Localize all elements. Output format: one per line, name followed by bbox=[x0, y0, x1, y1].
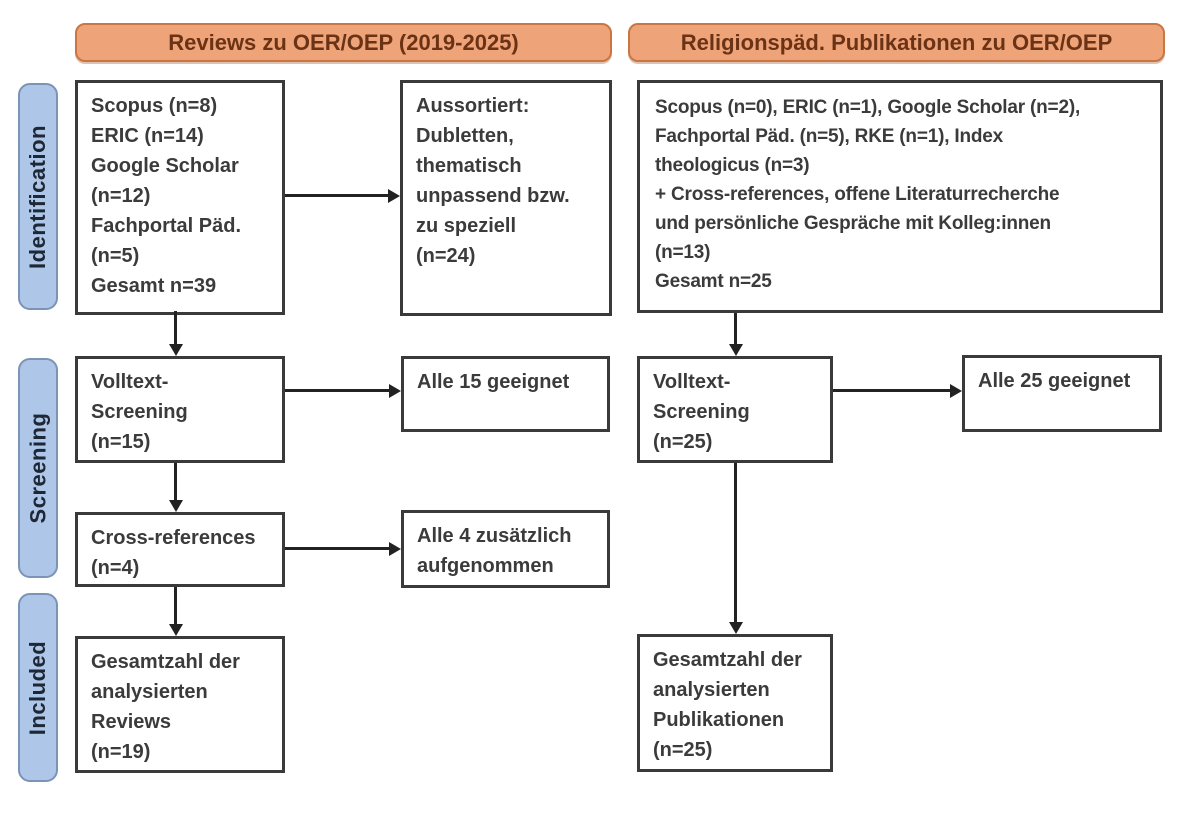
side-label-identification-text: Identification bbox=[25, 124, 51, 269]
box-reviews-fulltext-screening: Volltext- Screening (n=15) bbox=[75, 356, 285, 463]
box-reviews-excluded: Aussortiert: Dubletten, thematisch unpas… bbox=[400, 80, 612, 316]
header-reviews: Reviews zu OER/OEP (2019-2025) bbox=[75, 23, 612, 62]
arrow-reviews-crossreferences-to-total bbox=[174, 587, 177, 624]
arrow-reviews-sources-to-fulltext bbox=[174, 311, 177, 344]
box-reviews-all-eligible: Alle 15 geeignet bbox=[401, 356, 610, 432]
side-label-screening: Screening bbox=[18, 358, 58, 578]
box-publications-total: Gesamtzahl der analysierten Publikatione… bbox=[637, 634, 833, 772]
arrow-reviews-crossreferences-to-added bbox=[285, 547, 389, 550]
arrow-publications-fulltext-to-eligible bbox=[833, 389, 950, 392]
box-publications-fulltext-screening: Volltext- Screening (n=25) bbox=[637, 356, 833, 463]
box-reviews-added: Alle 4 zusätzlich aufgenommen bbox=[401, 510, 610, 588]
box-reviews-total: Gesamtzahl der analysierten Reviews (n=1… bbox=[75, 636, 285, 773]
box-reviews-crossreferences: Cross-references (n=4) bbox=[75, 512, 285, 587]
header-religionspaed-publications: Religionspäd. Publikationen zu OER/OEP bbox=[628, 23, 1165, 62]
side-label-included-text: Included bbox=[25, 640, 51, 735]
side-label-identification: Identification bbox=[18, 83, 58, 310]
arrow-reviews-sources-to-excluded bbox=[285, 194, 388, 197]
box-publications-sources: Scopus (n=0), ERIC (n=1), Google Scholar… bbox=[637, 80, 1163, 313]
arrow-publications-sources-to-fulltext bbox=[734, 313, 737, 344]
arrow-reviews-fulltext-to-eligible bbox=[285, 389, 389, 392]
arrow-reviews-fulltext-to-crossreferences bbox=[174, 463, 177, 500]
box-reviews-sources: Scopus (n=8) ERIC (n=14) Google Scholar … bbox=[75, 80, 285, 315]
box-publications-all-eligible: Alle 25 geeignet bbox=[962, 355, 1162, 432]
arrow-publications-fulltext-to-total bbox=[734, 463, 737, 622]
side-label-included: Included bbox=[18, 593, 58, 782]
side-label-screening-text: Screening bbox=[25, 412, 50, 524]
